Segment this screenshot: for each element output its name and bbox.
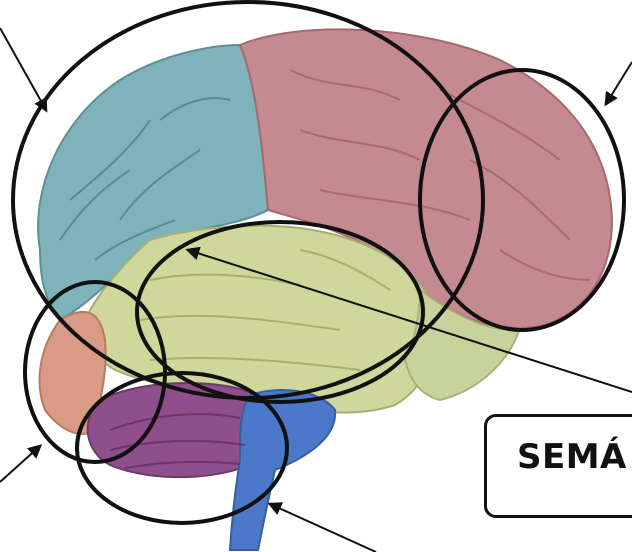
label-box-text: SEMÁ bbox=[517, 437, 627, 477]
label-box: SEMÁ bbox=[484, 414, 632, 518]
arrow-prefrontal bbox=[0, 446, 40, 482]
arrow-brainstem bbox=[270, 504, 376, 552]
arrow-frontal bbox=[0, 28, 46, 110]
arrow-parietal bbox=[606, 62, 632, 104]
